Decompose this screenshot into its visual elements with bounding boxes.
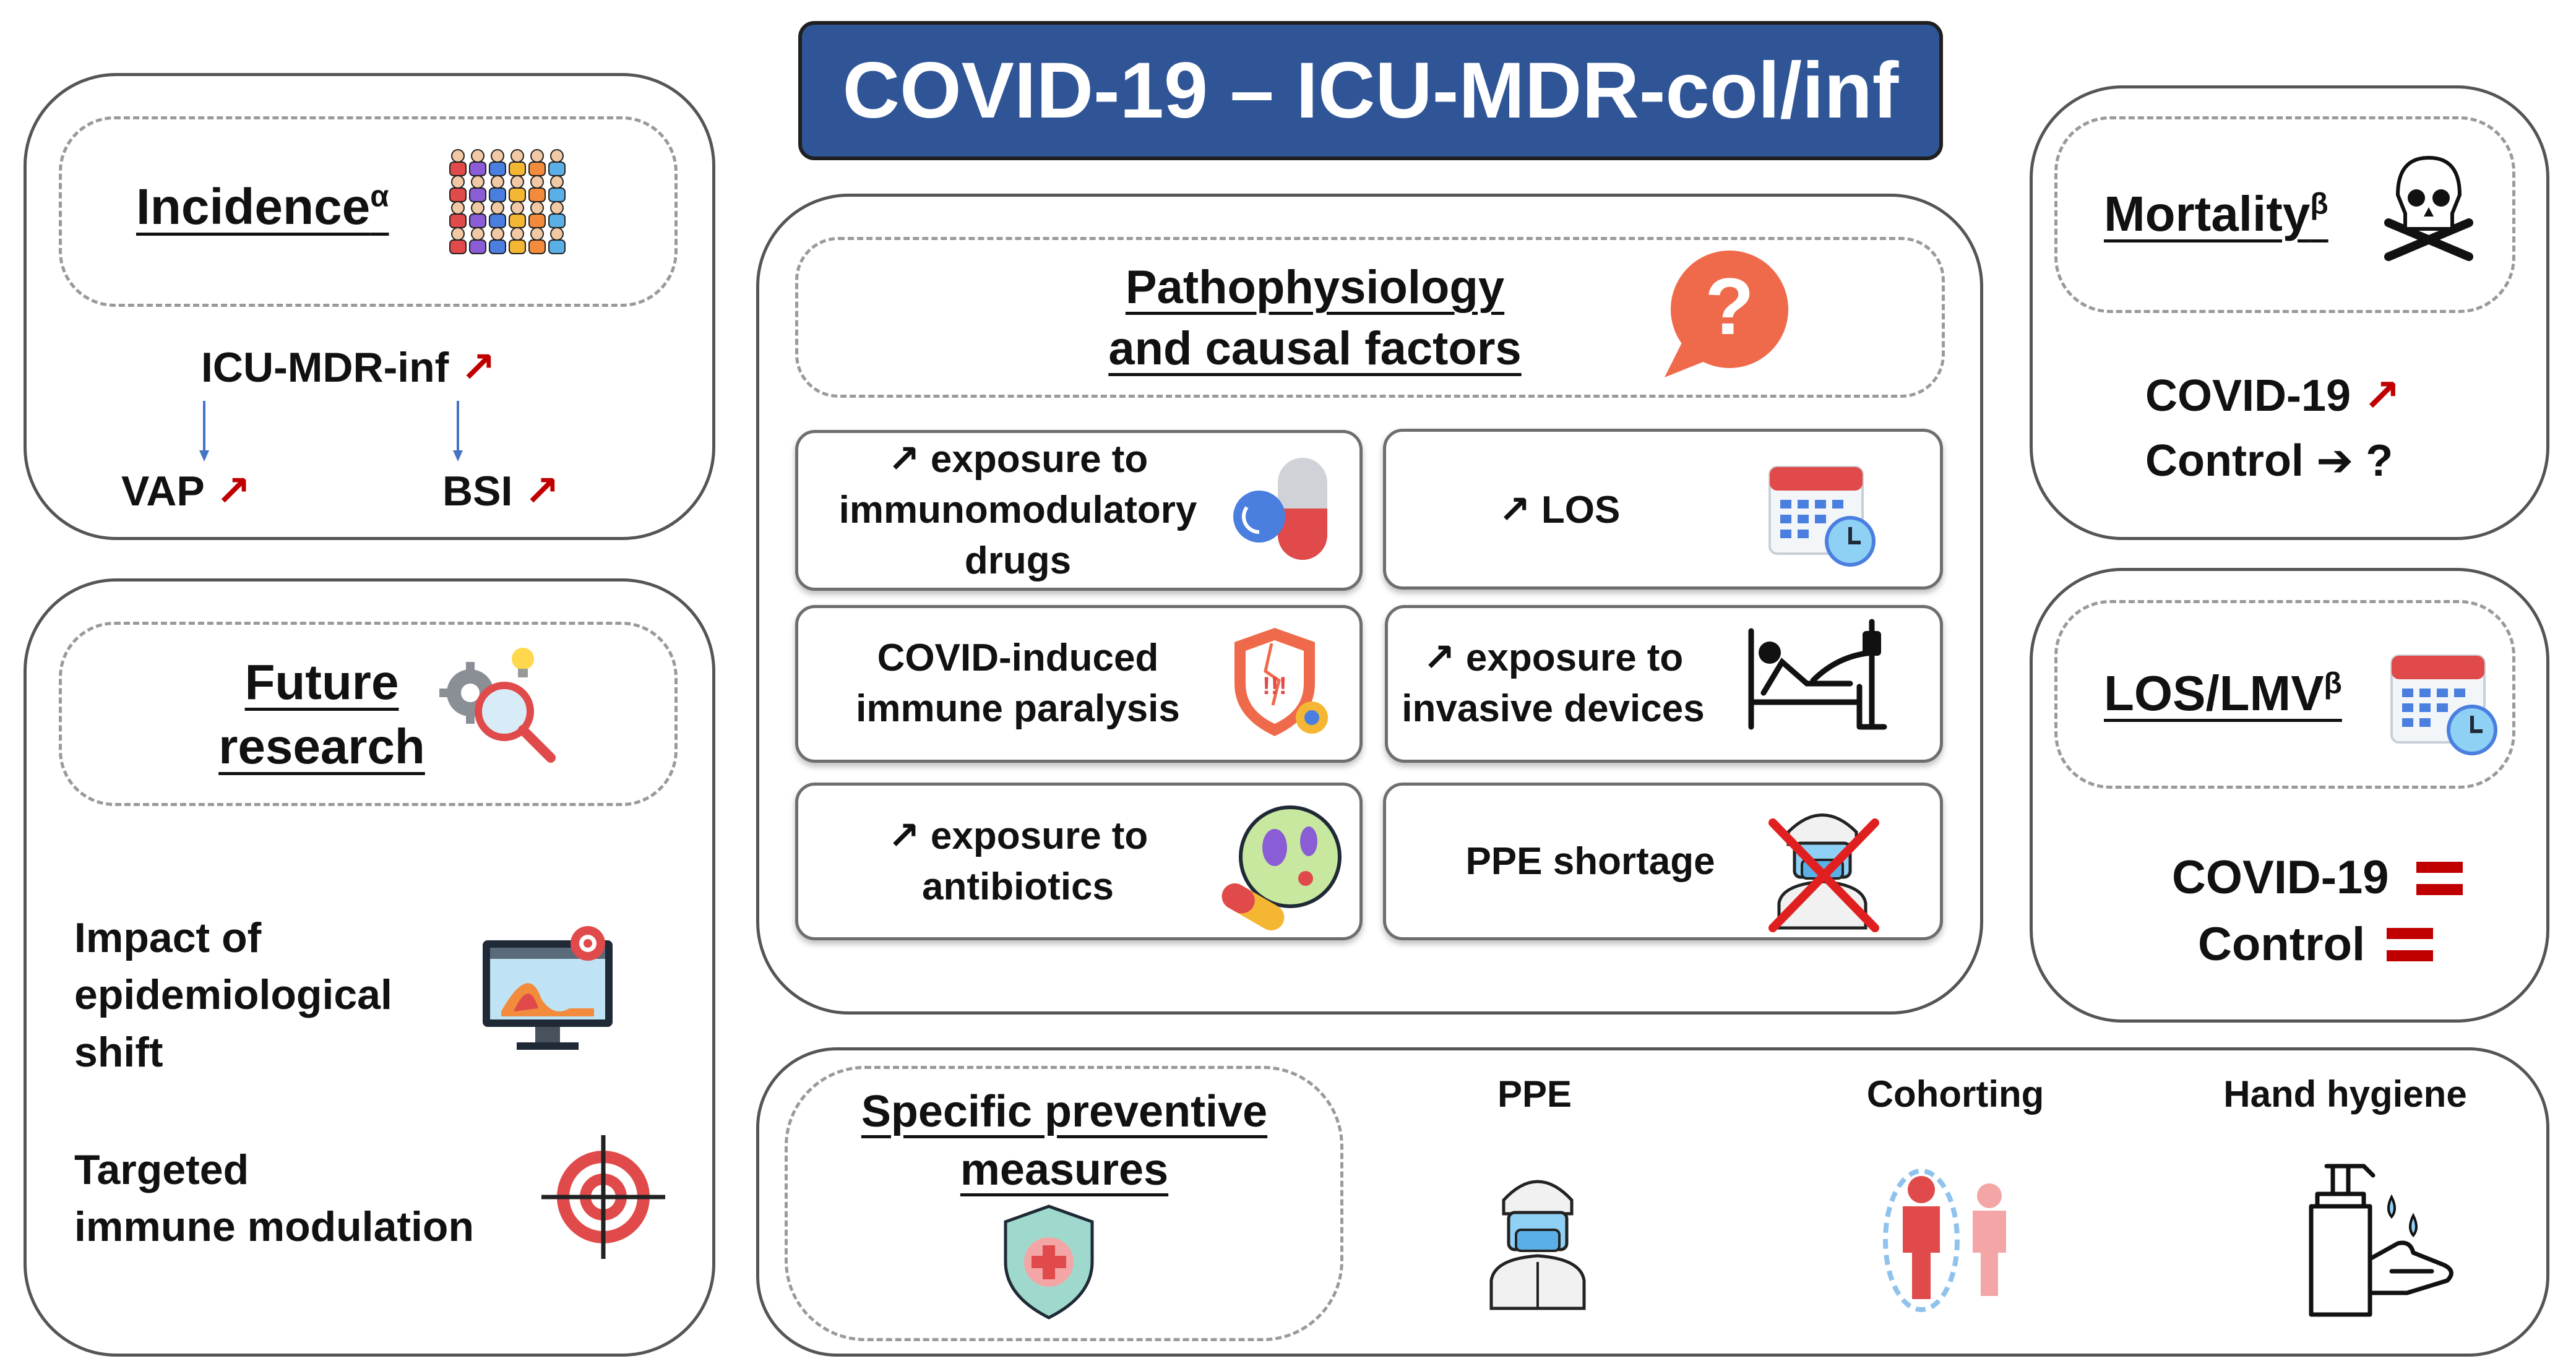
epidemiological-shift-item: Impact of epidemiological shift — [74, 914, 392, 1076]
bsi-label: BSI ↗ — [442, 468, 560, 515]
monitor-virus-icon — [483, 926, 613, 1050]
prevention-item-ppe: PPE — [1497, 1073, 1572, 1115]
target-icon — [541, 1135, 665, 1259]
hospital-bed-icon — [1748, 619, 1887, 730]
shield-cross-icon — [1004, 1204, 1094, 1320]
calendar-icon — [2390, 654, 2497, 755]
los-lmv-title: LOS/LMVβ — [2104, 666, 2342, 721]
ppe-suit-icon — [1489, 1180, 1586, 1310]
increase-arrow-icon: ↗ — [460, 344, 496, 391]
increase-arrow-icon: ↗ — [215, 468, 251, 515]
incidence-title: Incidenceα — [136, 179, 389, 235]
prevention-title: Specific preventive measures — [861, 1087, 1268, 1195]
hand-hygiene-icon — [2309, 1164, 2453, 1317]
research-gear-magnifier-icon — [439, 648, 556, 763]
prevention-panel — [756, 1047, 2549, 1357]
mortality-covid-row: COVID-19 ↗ — [2145, 371, 2401, 421]
prevention-item-hand-hygiene: Hand hygiene — [2223, 1073, 2467, 1115]
equal-sign-icon — [2387, 928, 2433, 961]
factor-card-text: ↗ exposure to invasive devices — [1402, 637, 1705, 730]
incidence-header-box — [59, 116, 678, 307]
factor-card-text: COVID-induced immune paralysis — [856, 637, 1180, 730]
prevention-item-cohorting: Cohorting — [1866, 1073, 2044, 1115]
increase-arrow-icon: ↗ — [2363, 371, 2401, 421]
ppe-crossed-icon — [1768, 813, 1879, 932]
vap-label: VAP ↗ — [121, 468, 251, 515]
factor-card-text: PPE shortage — [1465, 839, 1715, 883]
equal-sign-icon — [2416, 862, 2463, 895]
question-bubble-icon: ? — [1665, 251, 1788, 377]
right-arrow-icon: ➔ — [2315, 436, 2354, 486]
pill-icon — [1233, 458, 1327, 560]
los-covid-row: COVID-19 — [2172, 851, 2389, 904]
svg-text:!!!: !!! — [1262, 672, 1287, 700]
immune-modulation-item: Targeted immune modulation — [74, 1146, 474, 1251]
los-control-row: Control — [2198, 918, 2366, 971]
prevention-header-box — [785, 1066, 1343, 1341]
mortality-title: Mortalityβ — [2104, 186, 2328, 241]
calendar-icon — [1768, 466, 1876, 567]
factor-card-text: ↗ exposure to immunomodulatory drugs — [838, 438, 1197, 582]
future-research-header-box — [59, 622, 678, 806]
future-research-title: Future research — [218, 654, 425, 774]
icu-mdr-inf-label: ICU-MDR-inf ↗ — [201, 344, 496, 391]
main-title: COVID-19 – ICU-MDR-col/inf — [798, 21, 1943, 160]
cohorting-people-icon — [1883, 1169, 2006, 1312]
los-lmv-header-box — [2054, 600, 2515, 789]
mortality-control-row: Control ➔ ? — [2145, 436, 2393, 486]
pathophysiology-title: Pathophysiology and causal factors — [1108, 261, 1522, 375]
crowd-icon — [449, 149, 566, 254]
bacteria-pill-icon — [1221, 805, 1342, 930]
down-arrow-icon — [453, 401, 463, 461]
increase-arrow-icon: ↗ — [524, 468, 560, 515]
factor-card-text: ↗ exposure to antibiotics — [887, 814, 1148, 908]
mortality-header-box — [2054, 116, 2515, 313]
factor-card-text: ↗ LOS — [1498, 489, 1621, 532]
skull-crossbones-icon — [2384, 155, 2473, 261]
down-arrow-icon — [199, 401, 209, 461]
shield-virus-icon: !!! — [1234, 628, 1328, 736]
pathophysiology-header-box — [795, 237, 1945, 398]
svg-text:?: ? — [1705, 261, 1754, 351]
